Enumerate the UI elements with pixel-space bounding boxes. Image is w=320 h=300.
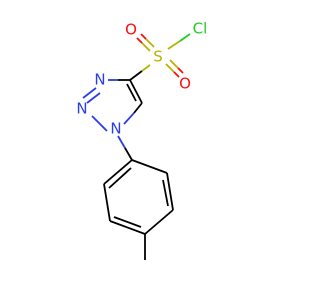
bond-ar-1 [131,159,168,174]
bond-n1-aryl-c [124,147,133,161]
atom-s: S [153,48,163,66]
bond-ar-inner-3 [108,167,132,189]
bond-s-cl-s [167,40,181,50]
atom-o2: O [179,75,191,93]
molecule-svg: N N N S O O Cl [76,20,207,260]
sulfonyl-group [129,33,191,81]
bond-n1-c5-n [123,112,135,125]
atom-n2: N [76,100,87,118]
bond-n3-n2-a [82,87,97,99]
structure-diagram: N N N S O O Cl [76,20,207,260]
bond-s-o2-b-s [169,59,179,69]
bond-c4-s-s [141,64,151,72]
bond-s-o1-a-s [141,42,151,52]
bond-n1-c5-c [133,102,143,114]
bond-c4-s-c [129,70,143,81]
bond-s-o2-a-o [173,71,180,78]
bond-s-o2-b-o [177,67,184,74]
bond-ar-inner-2 [113,216,142,228]
atom-cl: Cl [193,20,208,38]
bond-ar-3 [144,209,174,235]
bond-ar-2 [166,172,174,211]
bond-s-cl-cl [179,33,191,42]
bond-n2-n1 [91,115,108,132]
atom-n1: N [110,120,121,138]
bond-ar-6 [103,159,133,185]
bond-n3-n2-b [86,92,101,104]
bond-c5-c4 [129,79,143,104]
bond-ar-4 [109,220,146,235]
bond-ar-inner-1 [162,179,169,207]
benzene-ring [103,159,174,235]
atom-labels: N N N S O O Cl [76,20,207,138]
atom-n3: N [94,71,105,89]
bond-s-o2-a-s [165,63,175,73]
bond-c5-c4-inner [126,83,137,102]
atom-o1: O [125,21,137,39]
aryl-link [117,135,133,161]
bond-n1-aryl-n [117,135,126,149]
bond-ar-5 [103,183,111,222]
bond-s-o1-b-o [140,33,147,40]
bond-s-o1-a-o [136,37,143,44]
bond-s-o1-b-s [145,38,155,48]
triazole-ring [82,79,143,132]
